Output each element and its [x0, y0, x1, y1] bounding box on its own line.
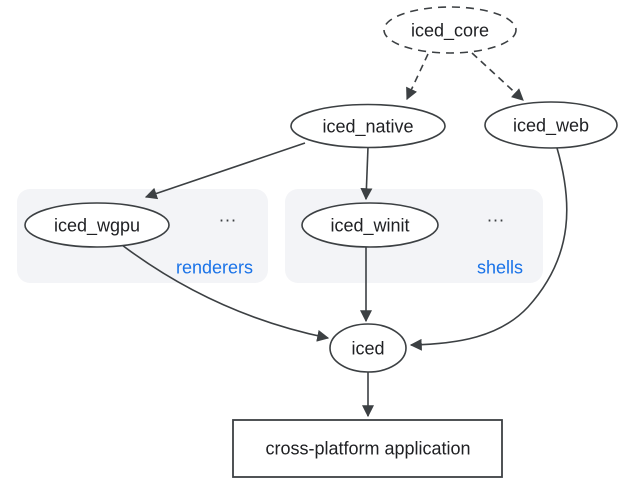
node-label-application: cross-platform application: [265, 438, 471, 459]
node-shape-iced-wgpu: [24, 202, 170, 248]
renderers-ellipsis: ...: [218, 205, 238, 226]
node-shape-iced-winit: [301, 202, 439, 248]
node-label-iced-core: iced_core: [410, 20, 490, 41]
edge-iced-native-to-iced-wgpu: [144, 142, 306, 200]
shells-ellipsis: ...: [486, 205, 506, 226]
node-shape-iced: [329, 323, 407, 373]
edge-iced-core-to-iced-web: [471, 52, 524, 101]
group-label-renderers: renderers: [175, 257, 253, 278]
node-shape-iced-core: [383, 6, 517, 54]
group-label-shells: shells: [476, 257, 523, 278]
node-shape-application: [232, 419, 503, 478]
edge-iced-wgpu-to-iced: [121, 244, 330, 342]
node-label-iced-winit: iced_winit: [330, 215, 410, 236]
edge-iced-core-to-iced-native: [406, 53, 429, 101]
node-label-iced: iced: [351, 338, 385, 359]
node-shape-iced-web: [484, 101, 618, 149]
edge-iced-web-to-iced: [409, 147, 568, 351]
edge-iced-native-to-iced-winit: [360, 146, 373, 201]
node-shape-iced-native: [290, 103, 446, 149]
node-label-iced-native: iced_native: [322, 116, 414, 137]
node-label-iced-web: iced_web: [512, 115, 590, 136]
node-label-iced-wgpu: iced_wgpu: [53, 215, 141, 236]
